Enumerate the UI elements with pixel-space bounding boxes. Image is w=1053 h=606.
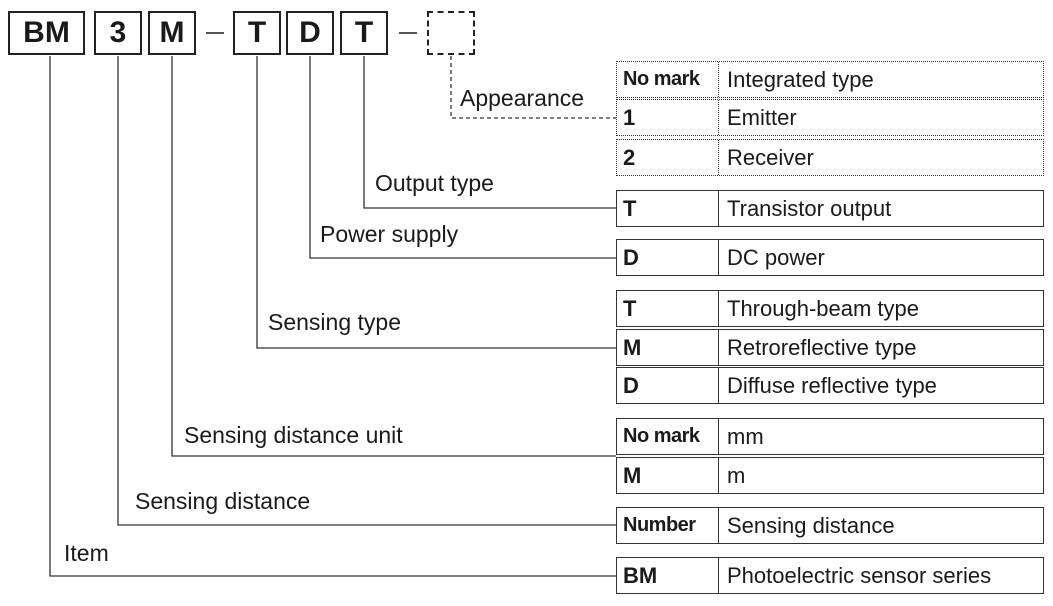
leader-power-supply bbox=[309, 56, 616, 259]
option-description: Sensing distance bbox=[727, 512, 895, 538]
option-code: M bbox=[617, 330, 719, 365]
option-code: T bbox=[617, 291, 719, 326]
option-code: 2 bbox=[617, 140, 719, 175]
code-segment-output-type: T bbox=[340, 11, 388, 55]
option-row: 1 Emitter bbox=[616, 99, 1044, 136]
label-sensing-distance: Sensing distance bbox=[135, 488, 311, 514]
option-row: No mark Integrated type bbox=[616, 61, 1044, 98]
option-description: Transistor output bbox=[727, 195, 892, 221]
option-row: D Diffuse reflective type bbox=[616, 367, 1044, 404]
option-row: No mark mm bbox=[616, 418, 1044, 455]
option-description: Diffuse reflective type bbox=[727, 372, 937, 398]
label-sensing-distance-unit: Sensing distance unit bbox=[184, 422, 403, 448]
code-segment-sensing-distance: 3 bbox=[94, 11, 142, 55]
option-row: M Retroreflective type bbox=[616, 329, 1044, 366]
option-description: Emitter bbox=[727, 104, 797, 130]
label-power-supply: Power supply bbox=[320, 221, 459, 247]
option-code: BM bbox=[617, 558, 719, 593]
code-segment-item: BM bbox=[8, 11, 85, 55]
option-description: Integrated type bbox=[727, 66, 874, 92]
option-row: T Through-beam type bbox=[616, 290, 1044, 327]
code-segment-power-supply: D bbox=[286, 11, 334, 55]
code-separator bbox=[399, 32, 417, 34]
leader-sensing-distance-unit bbox=[171, 56, 616, 457]
code-segment-sensing-type: T bbox=[233, 11, 281, 55]
label-item: Item bbox=[64, 540, 109, 566]
option-description: m bbox=[727, 462, 746, 488]
leader-sensing-distance bbox=[117, 56, 616, 526]
option-description: Through-beam type bbox=[727, 295, 919, 321]
option-code: M bbox=[617, 458, 719, 493]
option-description: mm bbox=[727, 423, 764, 449]
label-output-type: Output type bbox=[375, 170, 494, 196]
label-appearance: Appearance bbox=[460, 85, 585, 111]
option-code: D bbox=[617, 240, 719, 275]
code-segment-appearance bbox=[427, 11, 475, 55]
leader-item bbox=[49, 56, 616, 577]
leader-sensing-type bbox=[256, 56, 616, 349]
option-code: No mark bbox=[617, 419, 719, 454]
option-code: 1 bbox=[617, 100, 719, 135]
code-segment-distance-unit: M bbox=[148, 11, 196, 55]
code-separator bbox=[206, 32, 224, 34]
option-description: Retroreflective type bbox=[727, 334, 917, 360]
option-code: D bbox=[617, 368, 719, 403]
option-code: T bbox=[617, 191, 719, 226]
option-row: Number Sensing distance bbox=[616, 507, 1044, 544]
option-code: No mark bbox=[617, 62, 719, 97]
option-row: D DC power bbox=[616, 239, 1044, 276]
leader-output-type bbox=[363, 56, 616, 209]
leader-appearance bbox=[450, 56, 616, 119]
option-row: 2 Receiver bbox=[616, 139, 1044, 176]
label-sensing-type: Sensing type bbox=[268, 309, 401, 335]
option-description: Photoelectric sensor series bbox=[727, 562, 992, 588]
option-description: DC power bbox=[727, 244, 825, 270]
option-code: Number bbox=[617, 508, 719, 543]
option-description: Receiver bbox=[727, 144, 814, 170]
option-row: M m bbox=[616, 457, 1044, 494]
option-row: T Transistor output bbox=[616, 190, 1044, 227]
option-row: BM Photoelectric sensor series bbox=[616, 557, 1044, 594]
